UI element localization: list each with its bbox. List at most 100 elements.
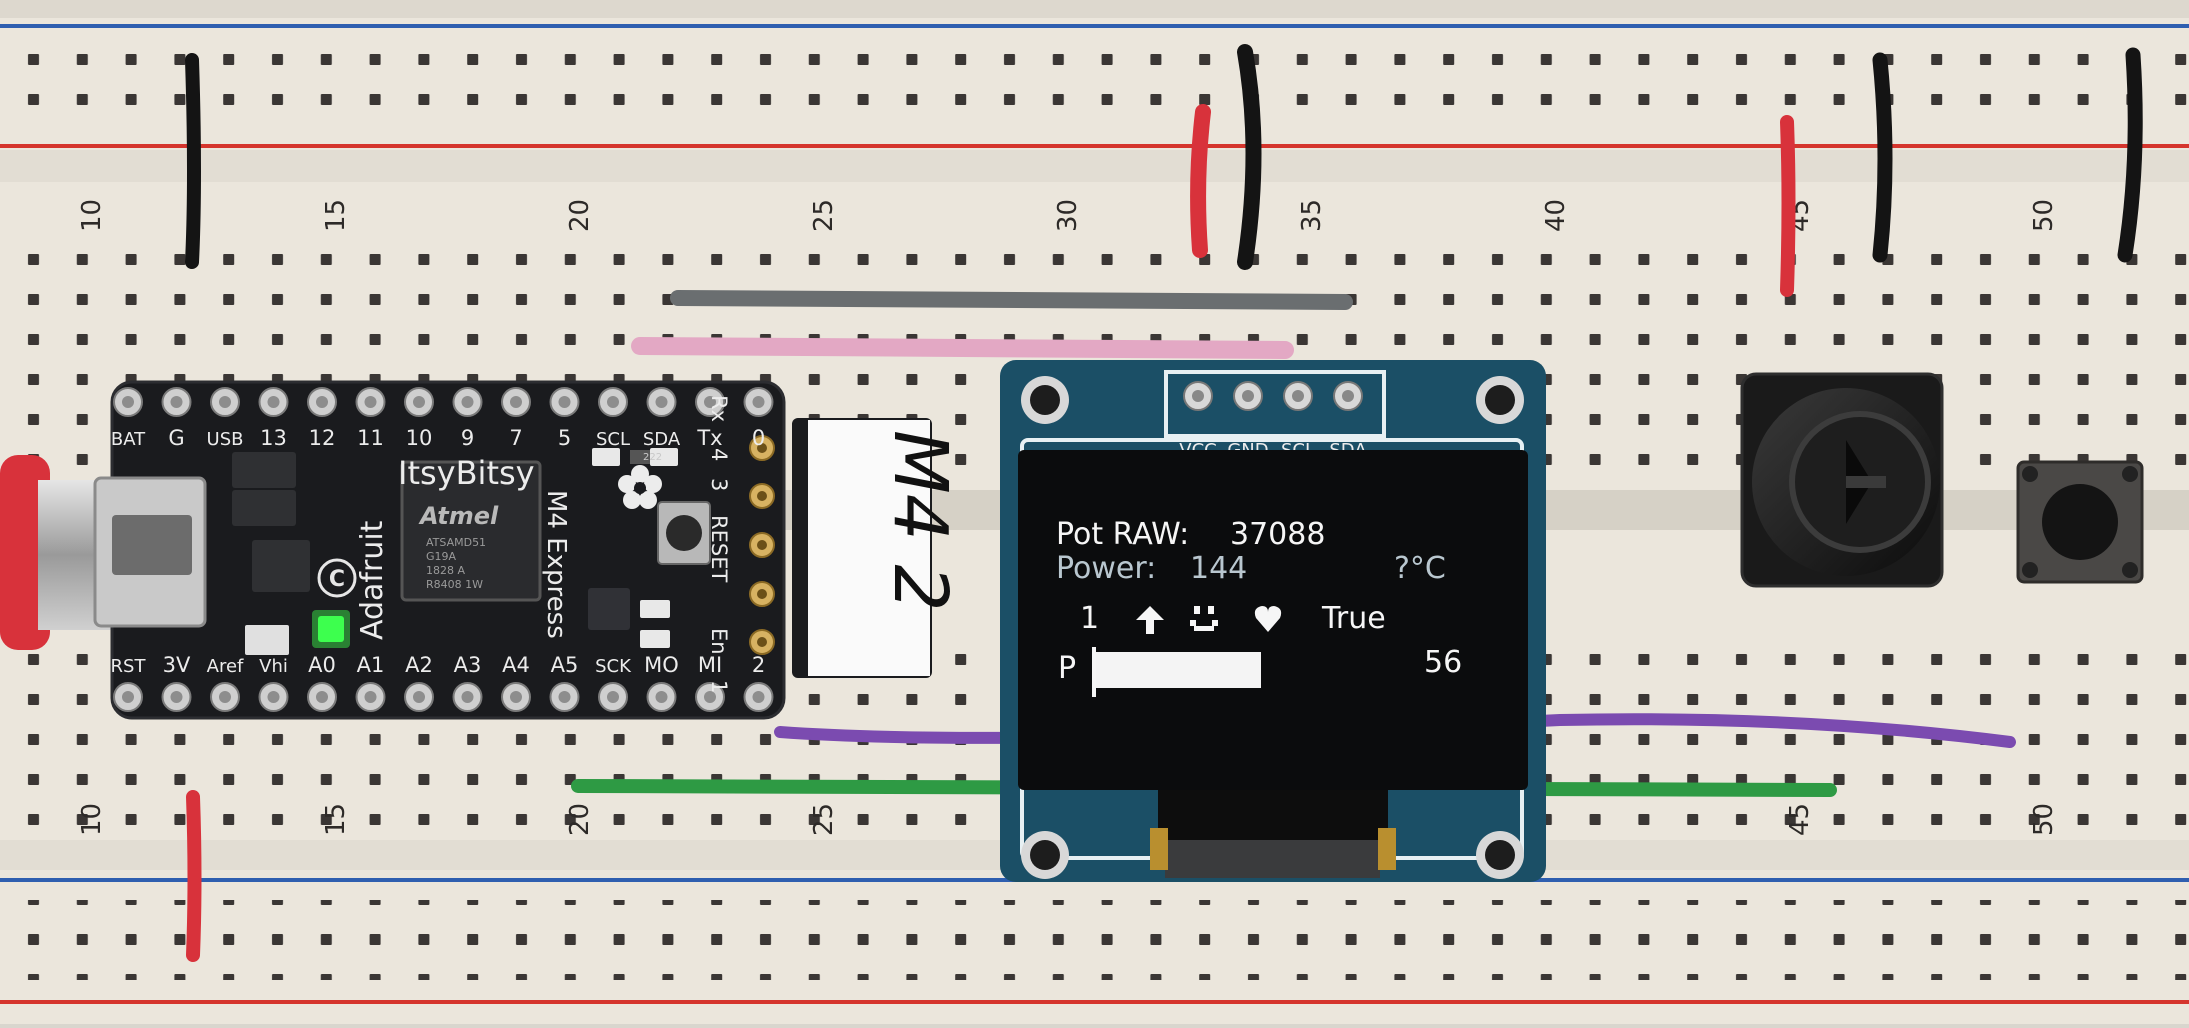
pin-label-bottom: RST xyxy=(111,656,147,677)
header-pad-hole xyxy=(413,691,425,703)
pin-label-bottom: MI xyxy=(698,653,722,677)
pot-raw-label: Pot RAW: xyxy=(1056,517,1189,552)
smiley-icon xyxy=(1190,606,1218,631)
potentiometer[interactable] xyxy=(1740,372,1944,588)
pin-label-bottom: A0 xyxy=(308,653,336,677)
row-number-bottom: 20 xyxy=(565,803,595,836)
pin-label-bottom: Vhi xyxy=(259,656,288,677)
progress-bar-track-start xyxy=(1092,647,1096,697)
row-number-top: 10 xyxy=(77,199,107,232)
pin-label-top: SDA xyxy=(643,429,681,450)
mounting-holes xyxy=(1021,376,1524,879)
oled-header-pin-hole xyxy=(1192,390,1204,402)
usb-cable-boot xyxy=(0,455,50,650)
pin-label-top: 0 xyxy=(752,426,765,450)
oled-module: VCCGNDSCLSDA Pot RAW: 37088 Power: 144 ?… xyxy=(1000,360,1546,882)
pin-1-label: 1 xyxy=(707,680,731,693)
oled-header-pin-hole xyxy=(1242,390,1254,402)
pin-label-top: 10 xyxy=(406,426,433,450)
pin-label-bottom: 3V xyxy=(163,653,191,677)
pot-raw-value: 37088 xyxy=(1230,517,1325,552)
pin-label-top: 7 xyxy=(509,426,522,450)
header-pad-hole xyxy=(122,396,134,408)
row-number-bottom: 15 xyxy=(321,803,351,836)
reset-button-cap[interactable] xyxy=(666,515,702,551)
row-number-top: 35 xyxy=(1297,199,1327,232)
rail-holes-bottom-2 xyxy=(0,940,2189,980)
header-pad-hole xyxy=(461,396,474,408)
oled-header xyxy=(1164,370,1386,438)
header-pad-hole xyxy=(219,396,231,408)
chip-brand-label: Atmel xyxy=(418,502,499,530)
row-number-top: 25 xyxy=(809,199,839,232)
tactile-pushbutton[interactable] xyxy=(2016,460,2144,584)
header-pad-hole xyxy=(558,396,571,408)
rail-line-blue-top xyxy=(0,24,2189,28)
header-pad-hole xyxy=(752,691,765,703)
top-rail-wires xyxy=(185,44,2143,962)
side-pad-hole xyxy=(757,589,767,599)
status-led xyxy=(318,616,344,642)
pin-4-label: 4 xyxy=(707,448,731,461)
wire-pink xyxy=(631,337,1294,359)
temperature-value: ?°C xyxy=(1394,551,1446,586)
header-pad-hole xyxy=(316,691,328,703)
pin-label-top: 13 xyxy=(260,426,287,450)
oled-header-pin-hole xyxy=(1292,390,1304,402)
header-pad-hole xyxy=(704,396,716,408)
pin-3-label: 3 xyxy=(707,478,731,491)
pin-label-top: 5 xyxy=(558,426,571,450)
pin-label-top: USB xyxy=(207,429,244,450)
progress-bar-fill xyxy=(1096,652,1261,688)
pin-label-bottom: A4 xyxy=(502,653,530,677)
rail-holes-top-1 xyxy=(0,42,2189,82)
bar-value: 56 xyxy=(1424,645,1462,680)
side-pad-hole xyxy=(757,637,767,647)
pin-label-bottom: A3 xyxy=(454,653,482,677)
pin-label-top: 12 xyxy=(309,426,336,450)
header-pad-hole xyxy=(752,396,765,408)
row-number-top: 20 xyxy=(565,199,595,232)
pin-label-top: 9 xyxy=(461,426,474,450)
rail-line-red-bottom xyxy=(0,1000,2189,1004)
header-pad-hole xyxy=(655,396,668,408)
header-pad-hole xyxy=(510,396,522,408)
header-pad-hole xyxy=(558,691,571,703)
brand-label: Adafruit xyxy=(355,520,390,640)
rail-holes-top-2 xyxy=(0,82,2189,122)
header-pad-hole xyxy=(607,396,619,408)
adafruit-c-logo xyxy=(317,558,357,598)
rx-label: Rx xyxy=(707,395,731,422)
oled-header-pin-hole xyxy=(1342,390,1354,402)
pushbutton-cap[interactable] xyxy=(2042,484,2118,560)
row-number-bottom: 50 xyxy=(2029,803,2059,836)
header-pad-hole xyxy=(461,691,474,703)
pin-label-bottom: A5 xyxy=(551,653,579,677)
header-pad-hole xyxy=(170,691,183,703)
chip-marking: ATSAMD51 xyxy=(426,536,486,549)
tag-label: M4 2 xyxy=(877,430,963,612)
enable-label: En xyxy=(707,628,731,655)
pin-label-top: BAT xyxy=(111,429,146,450)
heart-icon xyxy=(1254,606,1282,632)
power-value: 144 xyxy=(1190,551,1247,586)
paper-tag xyxy=(808,420,930,676)
chip-marking: 1828 A xyxy=(426,564,465,577)
pin-label-bottom: MO xyxy=(644,653,679,677)
pin-label-bottom: A1 xyxy=(357,653,385,677)
header-pad-hole xyxy=(510,691,522,703)
row-number-top: 40 xyxy=(1541,199,1571,232)
power-label: Power: xyxy=(1056,551,1156,586)
side-pad-hole xyxy=(757,443,767,453)
variant-label: M4 Express xyxy=(541,490,571,639)
chip-marking: G19A xyxy=(426,550,457,563)
pin-label-bottom: 2 xyxy=(752,653,765,677)
row-number-bottom: 10 xyxy=(77,803,107,836)
wire-gray xyxy=(670,290,1353,310)
reset-label: RESET xyxy=(707,515,731,582)
header-pad-hole xyxy=(219,691,231,703)
header-pad-hole xyxy=(655,691,668,703)
